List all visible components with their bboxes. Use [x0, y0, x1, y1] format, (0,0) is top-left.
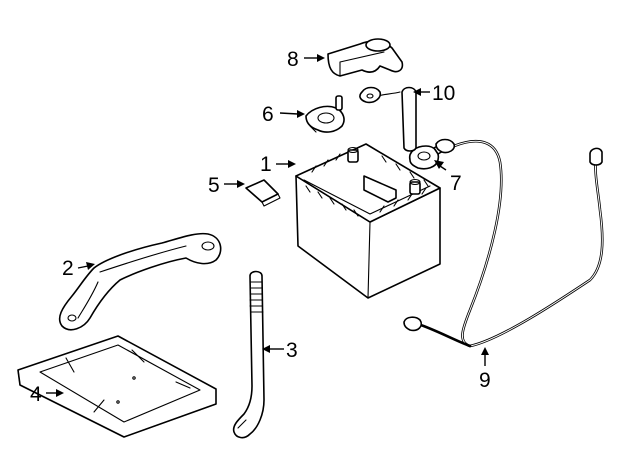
callout-9: 9	[479, 369, 491, 392]
hold-down-bracket	[58, 232, 222, 331]
terminal-cover	[327, 38, 404, 77]
callout-5: 5	[208, 174, 220, 197]
battery-tray	[17, 335, 217, 438]
callout-8: 8	[287, 48, 299, 71]
callout-numbers: 1 2 3 4 5 6 7 8 9 10	[30, 48, 491, 406]
vent-tube	[232, 270, 265, 439]
battery	[295, 143, 441, 299]
callout-3: 3	[286, 339, 298, 362]
callout-7: 7	[450, 172, 462, 195]
positive-terminal-clamp	[305, 95, 345, 133]
callout-leaders	[46, 54, 489, 397]
callout-4: 4	[30, 383, 42, 406]
callout-6: 6	[262, 103, 274, 126]
spacer-pad	[245, 179, 281, 207]
positive-cable	[359, 86, 417, 152]
ground-cable	[403, 138, 604, 348]
callout-2: 2	[62, 257, 74, 280]
callout-10: 10	[432, 82, 455, 105]
callout-1: 1	[260, 153, 272, 176]
